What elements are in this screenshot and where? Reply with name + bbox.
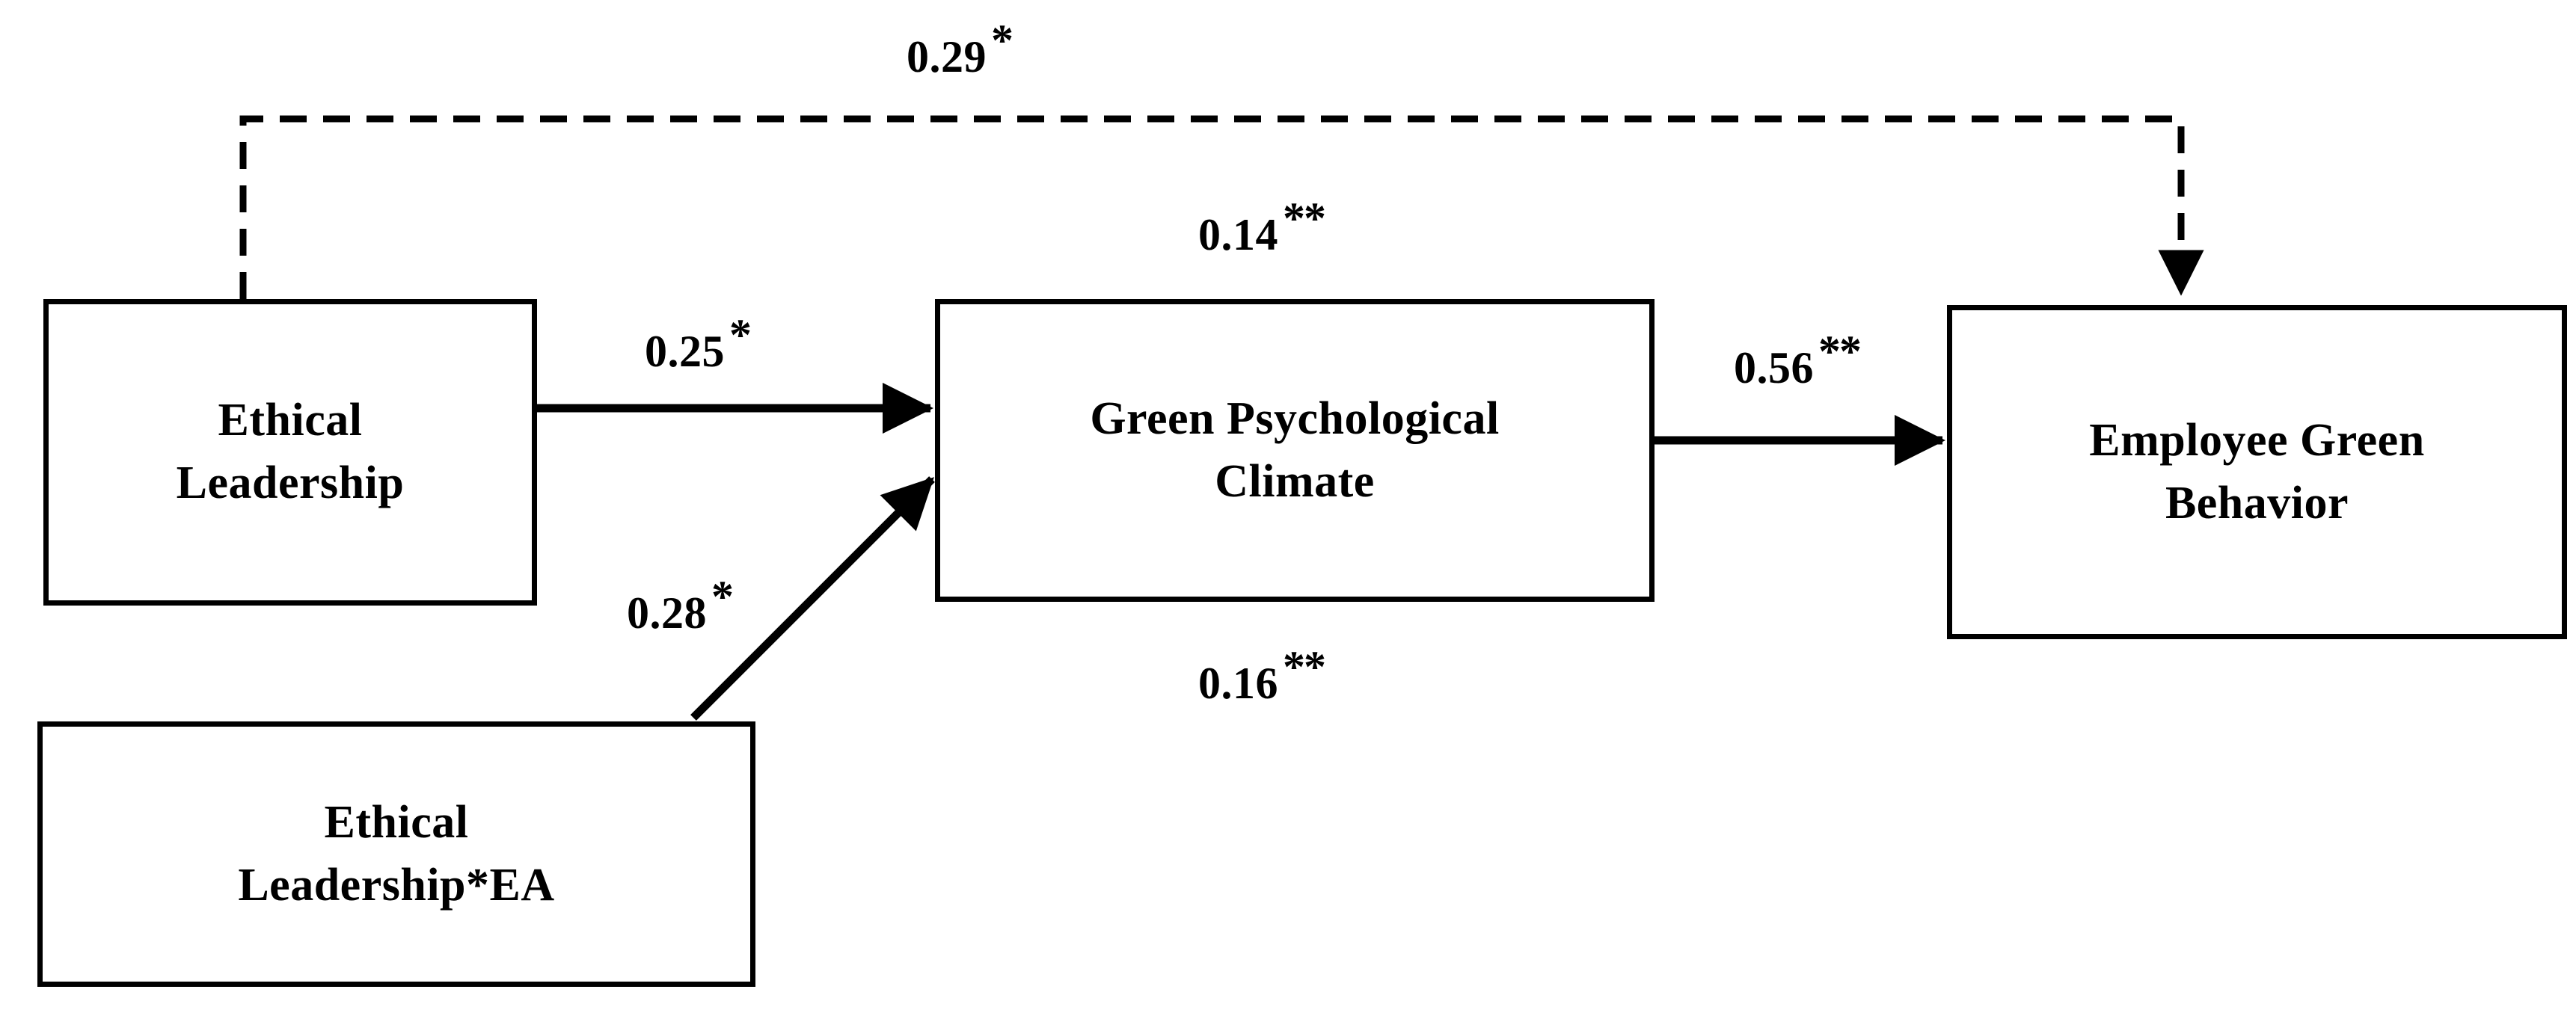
- path-label-direct-effect: 0.29*: [907, 16, 1013, 81]
- path-significance-climate-to-behavior: **: [1818, 327, 1862, 376]
- path-coefficient-climate-to-behavior: 0.56: [1734, 343, 1814, 392]
- path-significance-climate-lower: **: [1283, 642, 1326, 692]
- edge-direct-effect-dashed: [239, 115, 2204, 299]
- node-ethical-leadership-line-1: Ethical: [218, 395, 363, 446]
- path-significance-climate-upper: **: [1283, 194, 1326, 243]
- path-label-interaction-to-climate: 0.28*: [627, 572, 734, 638]
- path-coefficient-interaction-to-climate: 0.28: [627, 588, 707, 638]
- node-green-psychological-climate-line-1: Green Psychological: [1090, 392, 1500, 444]
- path-coefficient-climate-lower: 0.16: [1198, 659, 1278, 708]
- path-label-el-to-climate: 0.25*: [645, 310, 752, 376]
- path-coefficient-direct-effect: 0.29: [907, 32, 987, 81]
- path-significance-el-to-climate: *: [729, 310, 752, 360]
- path-significance-interaction-to-climate: *: [711, 572, 734, 621]
- node-ethical-leadership-ea-line-2: Leadership*EA: [238, 859, 555, 911]
- node-ethical-leadership[interactable]: Ethical Leadership: [43, 299, 537, 606]
- path-coefficient-climate-upper: 0.14: [1198, 210, 1278, 259]
- node-ethical-leadership-ea[interactable]: Ethical Leadership*EA: [37, 721, 755, 987]
- path-label-climate-lower: 0.16**: [1198, 642, 1326, 708]
- path-coefficient-el-to-climate: 0.25: [645, 327, 725, 376]
- edge-interaction-to-climate: [690, 476, 935, 721]
- node-green-psychological-climate-line-2: Climate: [1215, 455, 1375, 507]
- node-ethical-leadership-line-2: Leadership: [176, 458, 405, 508]
- path-label-climate-to-behavior: 0.56**: [1734, 327, 1862, 392]
- node-ethical-leadership-ea-line-1: Ethical: [324, 796, 469, 848]
- node-employee-green-behavior-line-2: Behavior: [2165, 477, 2349, 529]
- path-label-climate-upper: 0.14**: [1198, 194, 1326, 259]
- node-employee-green-behavior-line-1: Employee Green: [2089, 414, 2425, 466]
- path-significance-direct-effect: *: [991, 16, 1013, 65]
- node-employee-green-behavior[interactable]: Employee Green Behavior: [1947, 305, 2567, 639]
- node-green-psychological-climate[interactable]: Green Psychological Climate: [935, 299, 1655, 602]
